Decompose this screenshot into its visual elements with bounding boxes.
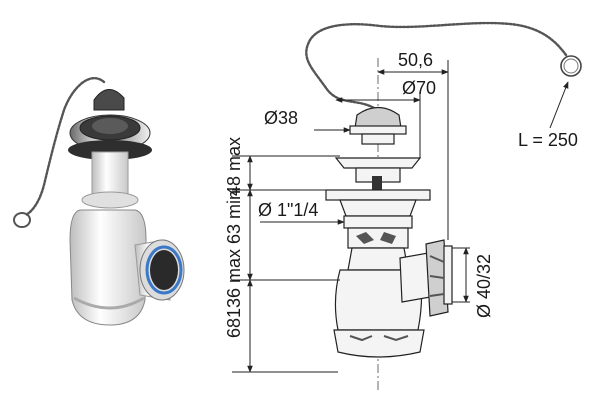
dim-chain-leader [549, 81, 569, 129]
illustration-plug-top [92, 118, 128, 134]
chain-ring [560, 55, 582, 77]
label-height-136-63: 136 max 63 min [224, 190, 244, 318]
side-outlet [399, 239, 453, 317]
plug [349, 106, 407, 145]
top-flange [334, 157, 422, 192]
illustration-outlet-hole [150, 250, 178, 290]
label-height-48: 48 max [224, 137, 244, 196]
label-plug-diameter: Ø38 [264, 108, 298, 128]
label-thread: Ø 1"1/4 [258, 200, 318, 220]
illustration-outlet-seal [145, 245, 183, 295]
illustration-nut [81, 191, 139, 209]
label-chain-length: L = 250 [518, 130, 578, 150]
label-height-68: 68 [224, 318, 244, 338]
technical-drawing: 50,6 Ø70 Ø38 Ø 1"1/4 L = 250 Ø 40/32 48 … [224, 21, 582, 392]
trap-body [333, 227, 425, 358]
illustration-chain-ring [13, 212, 31, 228]
chain [305, 21, 568, 114]
illustration-gasket [68, 140, 152, 160]
illustration-trap-body [69, 209, 147, 326]
illustration-plug [93, 89, 125, 111]
label-offset: 50,6 [398, 50, 433, 70]
label-outlet: Ø 40/32 [474, 254, 494, 318]
screw [372, 176, 382, 192]
illustration-body-rib [73, 296, 145, 310]
product-illustration [13, 76, 185, 326]
illustration-chain [24, 76, 106, 217]
thread-nut [325, 189, 431, 229]
label-top-diameter: Ø70 [402, 78, 436, 98]
